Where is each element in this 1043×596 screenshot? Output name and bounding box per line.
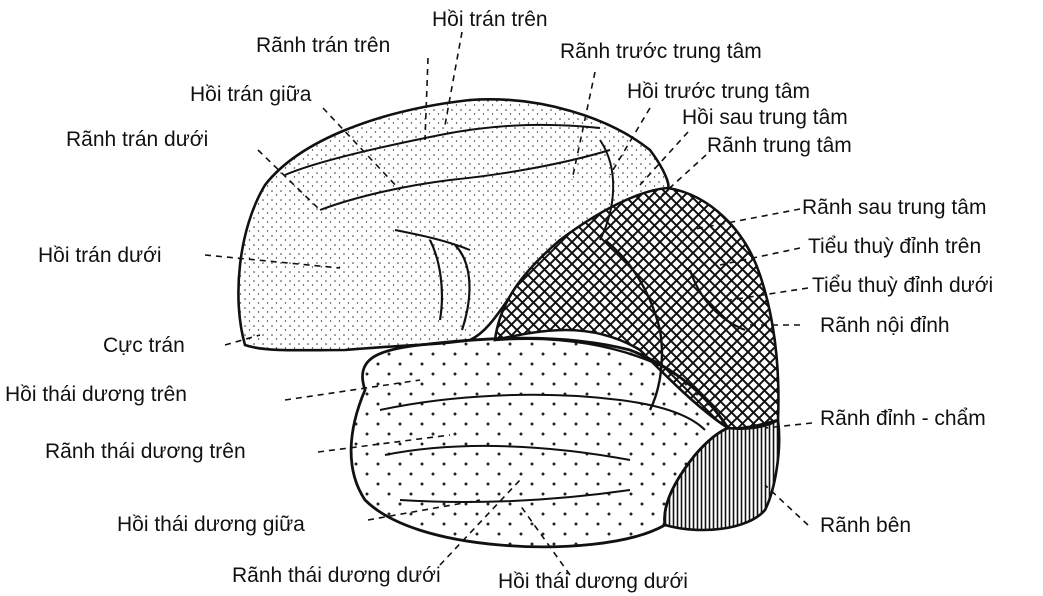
label-precentral-sulcus: Rãnh trước trung tâm — [560, 40, 762, 64]
label-inferior-parietal-lobule: Tiểu thuỳ đỉnh dưới — [812, 274, 993, 298]
label-lateral-sulcus: Rãnh bên — [820, 514, 911, 538]
label-postcentral-gyrus: Hồi sau trung tâm — [682, 106, 848, 130]
label-superior-frontal-gyrus: Hồi trán trên — [432, 8, 548, 32]
label-parieto-occipital-sulcus: Rãnh đỉnh - chẩm — [820, 407, 986, 431]
label-postcentral-sulcus: Rãnh sau trung tâm — [802, 196, 986, 220]
label-inferior-frontal-gyrus: Hồi trán dưới — [38, 244, 162, 268]
label-inferior-temporal-gyrus: Hồi thái dương dưới — [498, 570, 688, 594]
label-superior-parietal-lobule: Tiểu thuỳ đỉnh trên — [808, 235, 981, 259]
label-central-sulcus: Rãnh trung tâm — [707, 134, 852, 158]
label-middle-temporal-gyrus: Hồi thái dương giữa — [117, 513, 305, 537]
label-frontal-pole: Cực trán — [103, 334, 185, 358]
label-superior-temporal-sulcus: Rãnh thái dương trên — [45, 440, 246, 464]
label-intraparietal-sulcus: Rãnh nội đỉnh — [820, 314, 950, 338]
label-inferior-frontal-sulcus: Rãnh trán dưới — [66, 128, 208, 152]
label-precentral-gyrus: Hồi trước trung tâm — [627, 80, 810, 104]
label-superior-frontal-sulcus: Rãnh trán trên — [256, 34, 390, 58]
label-inferior-temporal-sulcus: Rãnh thái dương dưới — [232, 564, 441, 588]
label-middle-frontal-gyrus: Hồi trán giữa — [190, 83, 311, 107]
label-superior-temporal-gyrus: Hồi thái dương trên — [5, 383, 187, 407]
